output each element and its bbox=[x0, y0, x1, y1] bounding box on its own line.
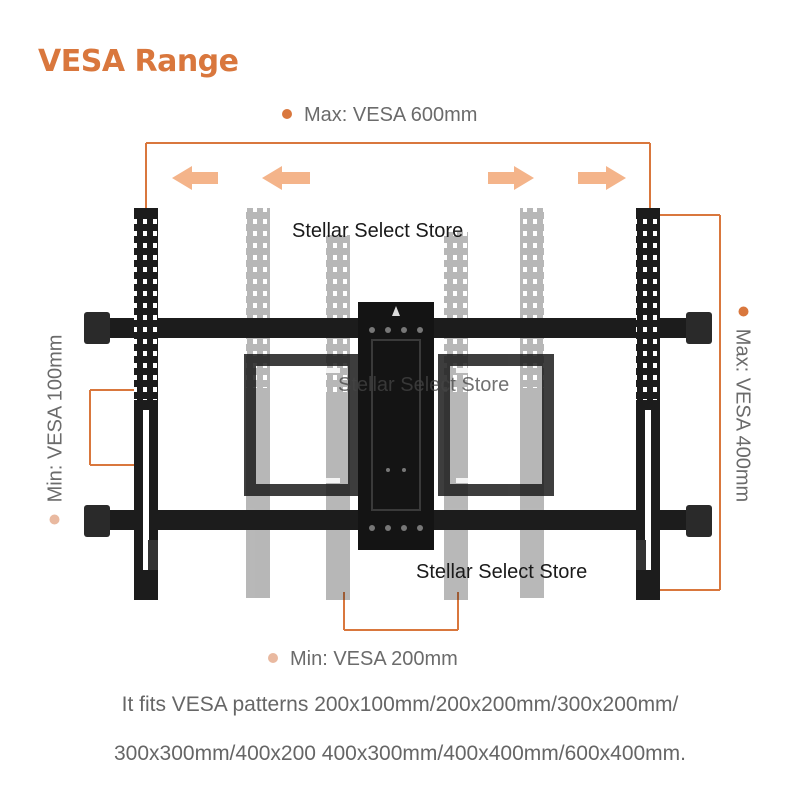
left-bracket-arm bbox=[134, 208, 158, 600]
dot-icon bbox=[268, 652, 278, 663]
dot-icon bbox=[49, 514, 60, 525]
store-watermark: Stellar Select Store bbox=[338, 374, 510, 396]
dot-icon bbox=[738, 306, 749, 317]
min-width-dimension-line bbox=[343, 592, 459, 631]
max-height-dimension-line bbox=[650, 214, 721, 591]
arrow-left-icon bbox=[172, 166, 310, 190]
max-width-dimension-line bbox=[145, 142, 651, 212]
store-watermark: Stellar Select Store bbox=[292, 220, 464, 242]
max-width-label: Max: VESA 600mm bbox=[282, 104, 477, 127]
wall-plate-frame bbox=[244, 354, 554, 496]
ghost-bracket-arm bbox=[246, 208, 544, 600]
page-title: VESA Range bbox=[38, 44, 239, 79]
store-watermark: Stellar Select Store bbox=[416, 561, 588, 583]
compatibility-caption-line-2: 300x300mm/400x200 400x300mm/400x400mm/60… bbox=[114, 742, 686, 765]
arrow-right-icon bbox=[488, 166, 626, 190]
center-mount-plate bbox=[358, 302, 434, 550]
min-width-label: Min: VESA 200mm bbox=[268, 648, 458, 671]
compatibility-caption-line-1: It fits VESA patterns 200x100mm/200x200m… bbox=[121, 693, 679, 716]
right-bracket-arm bbox=[636, 208, 660, 600]
dot-icon bbox=[282, 108, 292, 119]
